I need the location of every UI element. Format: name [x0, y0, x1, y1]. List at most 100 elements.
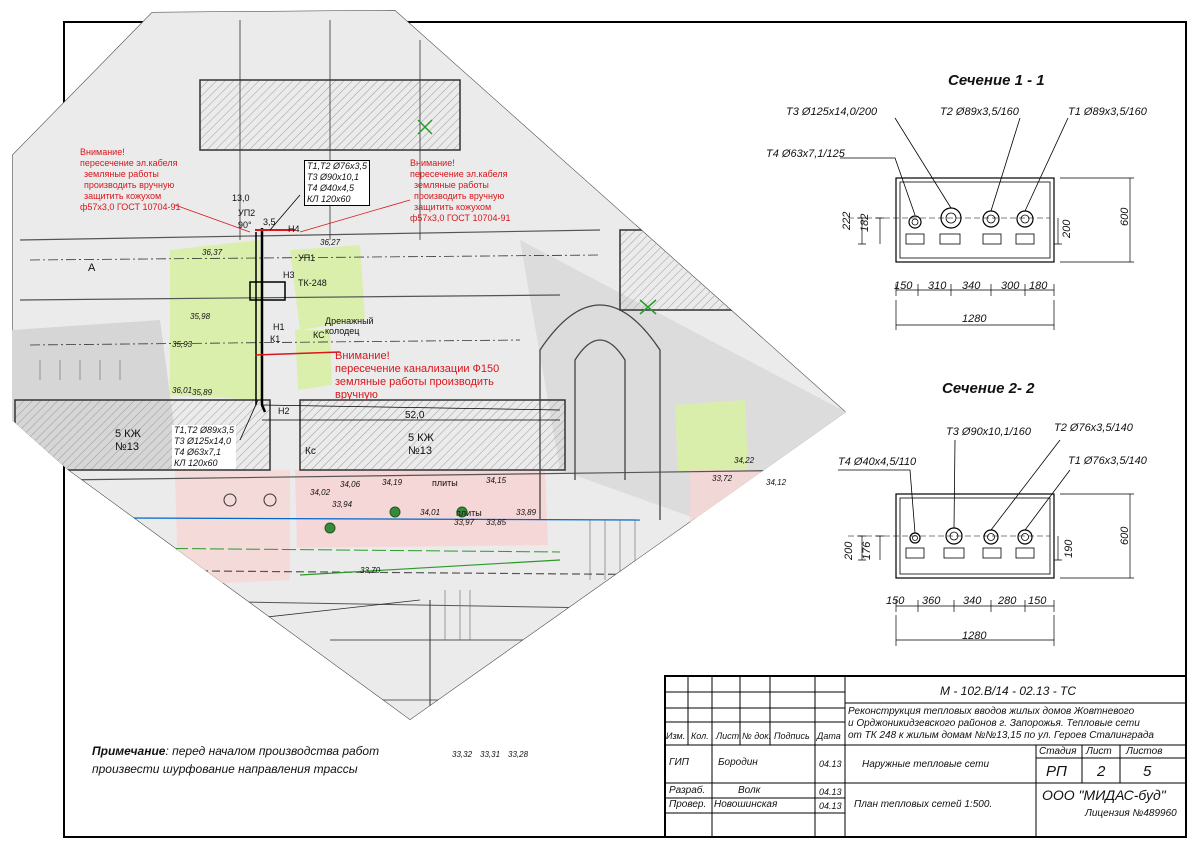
- house-number: №13: [408, 445, 433, 457]
- warning-title: Внимание!: [80, 147, 125, 157]
- site-plan: [12, 10, 846, 720]
- section-1-dim: 150: [894, 280, 913, 292]
- section-1-1-drawing: [840, 117, 1134, 330]
- house-label-right: 5 КЖ №13: [408, 432, 434, 458]
- dim-3-5: 3,5: [263, 217, 276, 227]
- label-plity: плиты: [456, 508, 482, 518]
- house-label-left: 5 КЖ №13: [115, 428, 141, 454]
- section-1-title: Сечение 1 - 1: [948, 72, 1045, 89]
- col-sign: Подпись: [774, 731, 810, 741]
- section-2-dim: 340: [963, 595, 982, 607]
- section-2-dim-left: 200: [843, 541, 855, 560]
- label-kc2: Кс: [305, 446, 316, 457]
- pipe-spec-line: КЛ 120х60: [307, 194, 351, 204]
- section-name: Наружные тепловые сети: [862, 759, 990, 770]
- pipe-spec-line: Т3 Ø125х14,0: [174, 436, 232, 446]
- date-razrab: 04.13: [819, 787, 842, 797]
- note-text-1: : перед началом производства работ: [165, 744, 380, 758]
- drain-line: Дренажный: [325, 316, 374, 326]
- pipe-spec-line: Т3 Ø90х10,1: [307, 172, 360, 182]
- elevation-mark: 34,06: [340, 480, 361, 489]
- warning-sewer: Внимание! пересечение канализации Ф150 з…: [335, 350, 499, 402]
- section-1-height: 600: [1119, 207, 1131, 226]
- section-1-dim: 310: [928, 280, 947, 292]
- label-kc: КС: [313, 330, 325, 340]
- pipe-spec-line: Т1,Т2 Ø89х3,5: [174, 425, 235, 435]
- title-block-grid: [664, 675, 1187, 838]
- warning-cable-right: Внимание! пересечение эл.кабеля земляные…: [410, 158, 511, 224]
- warning-line: земляные работы: [414, 180, 489, 190]
- name-razrab: Волк: [738, 785, 761, 796]
- elevation-mark: 33,89: [516, 508, 537, 517]
- warning-line: защитить кожухом: [414, 202, 492, 212]
- section-2-2-drawing: [838, 439, 1134, 646]
- elevation-mark: 33,94: [332, 500, 353, 509]
- section-2-pipe-t3: Т3 Ø90х10,1/160: [946, 426, 1032, 438]
- section-2-dim: 280: [998, 595, 1017, 607]
- section-2-dim-right: 190: [1063, 539, 1075, 558]
- col-date: Дата: [817, 731, 841, 741]
- warning-line: вручную: [335, 389, 378, 401]
- pipe-spec-line: КЛ 120х60: [174, 458, 218, 468]
- drain-line: колодец: [325, 326, 360, 336]
- warning-line: пересечение эл.кабеля: [410, 169, 508, 179]
- warning-line: производить вручную: [414, 191, 505, 201]
- label-a: А: [88, 262, 96, 274]
- elevation-mark: 33,32: [452, 750, 473, 759]
- section-2-height: 600: [1119, 526, 1131, 545]
- elevation-mark: 35,93: [172, 340, 193, 349]
- section-2-dim-left: 176: [861, 541, 873, 560]
- section-1-dim: 180: [1029, 280, 1048, 292]
- elevation-mark: 34,19: [382, 478, 403, 487]
- elevation-mark: 34,22: [734, 456, 755, 465]
- role-gip: ГИП: [669, 757, 689, 768]
- label-k1: К1: [270, 334, 281, 344]
- col-izm: Изм.: [666, 731, 686, 741]
- pipe-spec-line: Т4 Ø40х4,5: [307, 183, 355, 193]
- sheet-number: 2: [1097, 763, 1106, 780]
- warning-line: ф57х3,0 ГОСТ 10704-91: [80, 202, 181, 212]
- elevation-mark: 36,27: [320, 238, 341, 247]
- section-1-dim: 300: [1001, 280, 1020, 292]
- section-2-pipe-t2: Т2 Ø76х3,5/140: [1054, 422, 1133, 434]
- section-2-dim: 360: [922, 595, 941, 607]
- stage-header: Стадия: [1039, 746, 1077, 757]
- project-line: от ТК 248 к жилым домам №№13,15 по ул. Г…: [848, 730, 1154, 741]
- section-1-dim-left: 182: [859, 213, 871, 232]
- dim-52: 52,0: [405, 410, 425, 421]
- label-up2: УП2: [238, 208, 256, 218]
- warning-line: пересечение эл.кабеля: [80, 158, 178, 168]
- elevation-mark: 34,02: [310, 488, 331, 497]
- warning-title: Внимание!: [410, 158, 455, 168]
- label-h4: Н4: [288, 224, 300, 234]
- label-drain-well: Дренажный колодец: [325, 316, 374, 336]
- note: Примечание: перед началом производства р…: [92, 744, 379, 758]
- section-1-total: 1280: [962, 313, 987, 325]
- warning-cable-left: Внимание! пересечение эл.кабеля земляные…: [80, 147, 181, 213]
- section-2-title: Сечение 2- 2: [942, 380, 1035, 397]
- house-type: 5 КЖ: [408, 432, 434, 444]
- section-1-dim-right: 200: [1061, 219, 1073, 238]
- role-prover: Провер.: [669, 799, 707, 810]
- elevation-mark: 33,28: [508, 750, 529, 759]
- dim-90deg: 90°: [238, 220, 252, 230]
- col-doc: № док.: [742, 731, 771, 741]
- section-2-total: 1280: [962, 630, 987, 642]
- section-2-pipe-t4: Т4 Ø40х4,5/110: [838, 456, 917, 468]
- label-tk248: ТК-248: [298, 278, 327, 288]
- section-2-dim: 150: [1028, 595, 1047, 607]
- warning-line: пересечение канализации Ф150: [335, 363, 500, 375]
- label-plity: плиты: [432, 478, 458, 488]
- warning-line: ф57х3,0 ГОСТ 10704-91: [410, 213, 511, 223]
- warning-line: производить вручную: [84, 180, 175, 190]
- warning-title: Внимание!: [335, 350, 390, 362]
- elevation-mark: 33,70: [360, 566, 381, 575]
- elevation-mark: 33,31: [480, 750, 501, 759]
- pipe-spec-box-top: Т1,Т2 Ø76х3,5 Т3 Ø90х10,1 Т4 Ø40х4,5 КЛ …: [304, 160, 371, 206]
- label-h3: Н3: [283, 270, 295, 280]
- section-1-dim-left: 222: [841, 211, 853, 230]
- section-2-dim: 150: [886, 595, 905, 607]
- elevation-mark: 34,15: [486, 476, 507, 485]
- warning-line: земляные работы: [84, 169, 159, 179]
